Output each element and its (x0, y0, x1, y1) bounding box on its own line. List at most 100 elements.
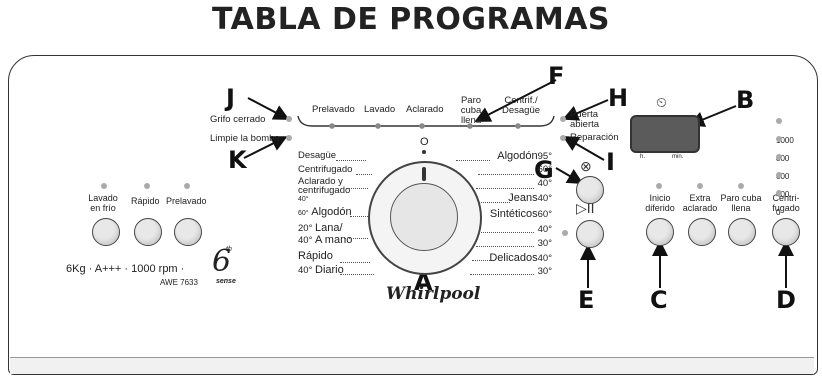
leader-line (456, 160, 490, 161)
leader-line (478, 174, 534, 175)
leader-line (344, 238, 368, 239)
inicio-diferido-button[interactable] (646, 218, 674, 246)
paro-cuba-light (738, 183, 744, 189)
timer-icon: ⏲ (656, 94, 667, 110)
prelavado-button[interactable] (174, 218, 202, 246)
indicator-limpie-bomba: Limpie la bomba (210, 133, 280, 144)
sixth-sense-logo: 6 (212, 244, 232, 279)
page-title: TABLA DE PROGRAMAS (211, 2, 611, 37)
program-aclarado-centrifugado[interactable]: Aclarado y centrifugado (298, 176, 351, 196)
speed-item: 400 (776, 166, 789, 202)
phase-aclarado: Aclarado (406, 104, 444, 115)
indicator-grifo-cerrado: Grifo cerrado (210, 114, 266, 125)
program-sinteticos-30[interactable]: 30° (537, 238, 552, 249)
callout-c: C (650, 286, 668, 314)
centrifugado-button[interactable] (772, 218, 800, 246)
program-dial-knob[interactable] (390, 183, 458, 251)
program-lana[interactable]: 20° Lana/ (298, 222, 343, 234)
indicator-reparacion: Reparación (570, 132, 619, 143)
start-pause-button[interactable] (576, 220, 604, 248)
inicio-diferido-label: Inicio diferido (645, 193, 675, 213)
cancel-button[interactable] (576, 176, 604, 204)
lavado-frio-label: Lavado en frío (88, 193, 118, 213)
program-jeans[interactable]: Jeans40° (508, 192, 552, 204)
phase-lavado: Lavado (364, 104, 396, 115)
inicio-diferido-light (656, 183, 662, 189)
model-number: AWE 7633 (160, 278, 198, 287)
leader-line (350, 216, 368, 217)
callout-f: F (548, 62, 565, 90)
speed-item: 0 (776, 184, 782, 220)
program-sinteticos-60[interactable]: Sintéticos60° (489, 208, 552, 220)
leader-line (470, 274, 534, 275)
program-rapido[interactable]: Rápido (298, 250, 333, 262)
program-dial[interactable] (368, 161, 482, 275)
callout-a: A (414, 268, 433, 296)
lavado-frio-light (101, 183, 107, 189)
phase-prelavado: Prelavado (312, 104, 355, 115)
phase-paro-cuba-llena: Paro cuba llena (460, 95, 482, 126)
paro-cuba-button[interactable] (728, 218, 756, 246)
program-desague[interactable]: Desagüe (298, 150, 337, 161)
panel-bottom-strip (10, 357, 814, 374)
callout-j: J (226, 84, 235, 112)
paro-cuba-label: Paro cuba llena (720, 193, 762, 213)
extra-aclarado-button[interactable] (688, 218, 716, 246)
callout-h: H (608, 84, 629, 112)
rapido-label: Rápido (131, 196, 160, 206)
program-centrifugado[interactable]: Centrifugado (298, 164, 353, 175)
lavado-frio-button[interactable] (92, 218, 120, 246)
centrifugado-label: Centri- fugado (772, 193, 800, 213)
speed-item: 1000 (776, 112, 794, 148)
brand-logo: Whirlpool (386, 284, 481, 304)
leader-line (356, 174, 372, 175)
program-sinteticos-40[interactable]: 40° (537, 224, 552, 235)
program-algodon-95[interactable]: Algodón95° (497, 150, 552, 162)
cancel-icon: ⊗ (580, 158, 592, 174)
callout-k: K (228, 146, 247, 174)
leader-line (340, 274, 374, 275)
callout-e: E (578, 286, 595, 314)
indicator-puerta-abierta: Puerta abierta (570, 109, 600, 130)
program-diario[interactable]: 40° Diario (298, 264, 344, 276)
prelavado-label: Prelavado (166, 196, 207, 206)
program-algodon-60[interactable]: 60° (537, 164, 552, 175)
program-a-mano[interactable]: 40° A mano (298, 234, 353, 246)
leader-line (346, 188, 368, 189)
sixth-sense-th: th (226, 246, 232, 253)
leader-line (478, 232, 534, 233)
leader-line (472, 260, 490, 261)
program-delicados-30[interactable]: 30° (537, 266, 552, 277)
dial-off-marker (422, 150, 426, 154)
callout-i: I (606, 148, 615, 176)
prelavado-light (184, 183, 190, 189)
program-algodon-40[interactable]: 40° (537, 178, 552, 189)
extra-aclarado-light (697, 183, 703, 189)
indicator-limpie-bomba-light (286, 135, 292, 141)
program-algodon-eco[interactable]: 60° Algodón (298, 206, 352, 218)
spec-line: 6Kg · A+++ · 1000 rpm · (66, 263, 185, 275)
start-pause-light (562, 230, 568, 236)
program-algodon-40-temp: 40° (298, 196, 309, 203)
callout-d: D (776, 286, 796, 314)
indicator-puerta-abierta-light (560, 116, 566, 122)
sixth-sense-text: sense (216, 278, 236, 285)
speed-item: 800 (776, 130, 789, 166)
indicator-grifo-cerrado-light (286, 116, 292, 122)
leader-line (336, 160, 366, 161)
callout-b: B (736, 86, 755, 114)
rapido-button[interactable] (134, 218, 162, 246)
leader-line (476, 246, 534, 247)
rapido-light (144, 183, 150, 189)
dial-pointer (422, 167, 426, 181)
timer-min-label: min. (672, 154, 684, 160)
callout-g: G (534, 156, 554, 184)
dial-off-symbol: O (420, 136, 429, 148)
phase-centrif-desague: Centrif./ Desagüe (501, 95, 541, 116)
speed-item: 600 (776, 148, 789, 184)
leader-line (476, 188, 534, 189)
extra-aclarado-label: Extra aclarado (682, 193, 718, 213)
play-pause-icon: ▷II (576, 200, 595, 216)
program-delicados-40[interactable]: Delicados40° (489, 252, 552, 264)
